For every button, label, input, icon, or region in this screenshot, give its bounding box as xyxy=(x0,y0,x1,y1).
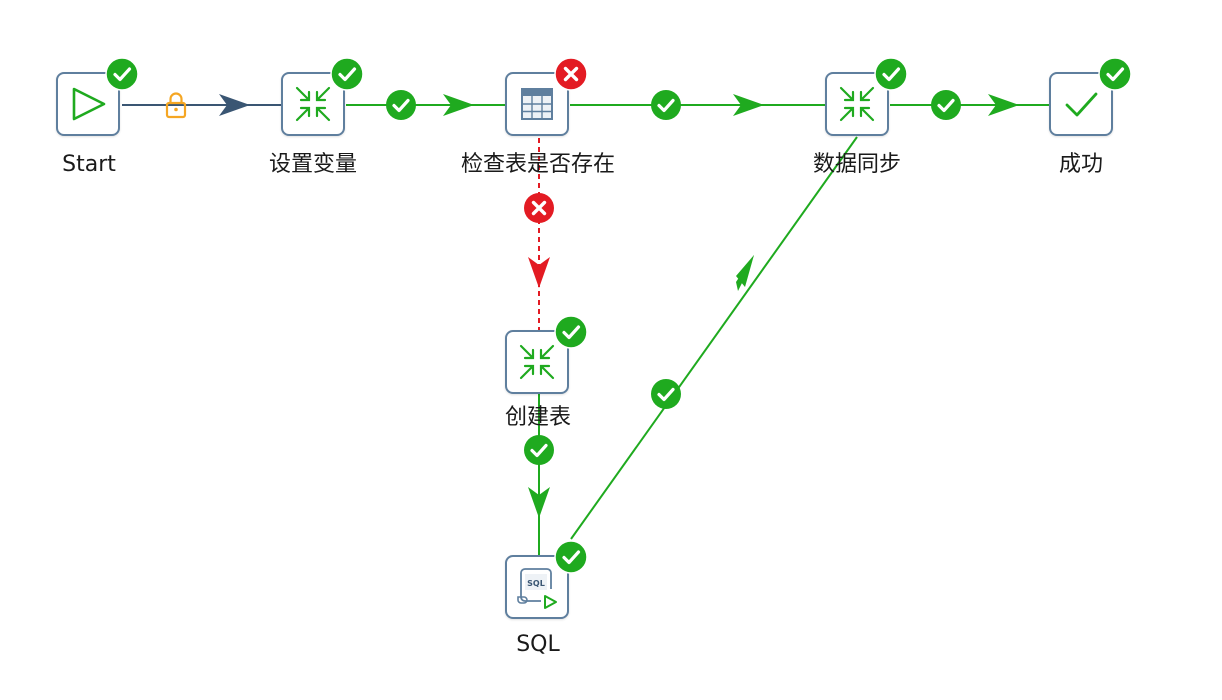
hop-sql-to-data-sync[interactable] xyxy=(570,136,858,540)
play-icon xyxy=(72,87,106,121)
set-variables-icon xyxy=(295,86,331,122)
check-icon[interactable] xyxy=(385,89,417,121)
check-icon[interactable] xyxy=(930,89,962,121)
check-icon[interactable] xyxy=(650,378,682,410)
check-icon[interactable] xyxy=(650,89,682,121)
node-label-success: 成功 xyxy=(1058,152,1103,177)
status-success-icon xyxy=(330,57,364,91)
node-label-create-table: 创建表 xyxy=(504,405,571,430)
hop-check-table-to-create-table[interactable] xyxy=(528,138,550,330)
node-create-table[interactable] xyxy=(505,330,569,394)
node-start[interactable] xyxy=(56,72,120,136)
node-check-table[interactable] xyxy=(505,72,569,136)
status-success-icon xyxy=(554,315,588,349)
status-success-icon xyxy=(554,540,588,574)
error-icon[interactable] xyxy=(523,192,555,224)
node-label-sql: SQL xyxy=(516,632,560,657)
status-error-icon xyxy=(554,57,588,91)
status-success-icon xyxy=(1098,57,1132,91)
hop-data-sync-to-success[interactable] xyxy=(890,94,1049,116)
set-variables-icon xyxy=(839,86,875,122)
lock-icon[interactable] xyxy=(160,89,192,121)
node-label-set-variables: 设置变量 xyxy=(268,152,357,177)
status-success-icon xyxy=(105,57,139,91)
hop-set-variables-to-check-table[interactable] xyxy=(346,94,505,116)
hop-check-table-to-data-sync[interactable] xyxy=(570,94,825,116)
hop-start-to-set-variables[interactable] xyxy=(122,94,281,116)
status-success-icon xyxy=(874,57,908,91)
sql-script-icon: SQL xyxy=(517,568,557,609)
checkmark-icon xyxy=(1065,92,1098,117)
set-variables-icon xyxy=(519,344,555,380)
node-label-start: Start xyxy=(62,152,116,177)
node-data-sync[interactable] xyxy=(825,72,889,136)
table-icon xyxy=(521,88,553,120)
node-label-check-table: 检查表是否存在 xyxy=(460,152,615,177)
check-icon[interactable] xyxy=(523,434,555,466)
node-label-data-sync: 数据同步 xyxy=(812,152,901,177)
sql-icon-text: SQL xyxy=(527,579,545,588)
hop-create-table-to-sql[interactable] xyxy=(528,394,550,555)
